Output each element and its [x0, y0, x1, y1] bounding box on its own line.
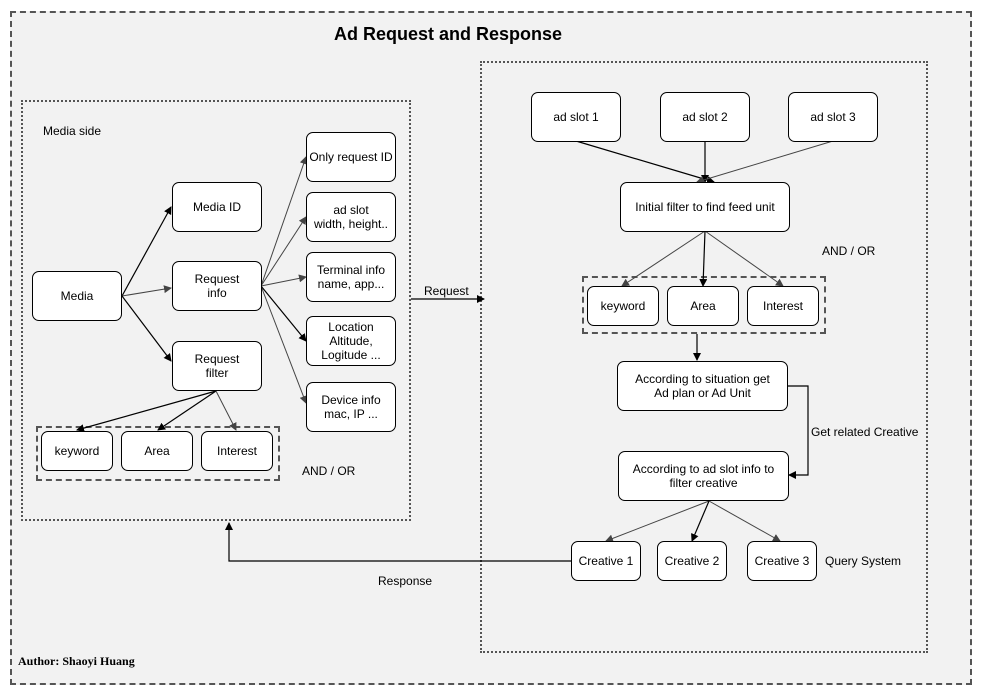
query-filter-interest: Interest: [747, 286, 819, 326]
initial-filter-node: Initial filter to find feed unit: [620, 182, 790, 232]
query-filter-keyword: keyword: [587, 286, 659, 326]
edge-init-area: [699, 230, 708, 287]
media-filter-interest: Interest: [201, 431, 273, 471]
edge-info-detail-5: [260, 285, 308, 404]
edge-media-mediaid: [121, 206, 172, 297]
edge-media-requestfilter: [121, 295, 172, 362]
query-and-or-label: AND / OR: [822, 244, 876, 258]
ad-slot-1: ad slot 1: [531, 92, 621, 142]
edge-slot1-filter: [575, 140, 715, 184]
ad-slot-2: ad slot 2: [660, 92, 750, 142]
response-label: Response: [378, 574, 433, 588]
media-filter-area: Area: [121, 431, 193, 471]
edge-sf-creative3: [708, 500, 781, 542]
media-node: Media: [32, 271, 122, 321]
edge-info-detail-2: [260, 216, 307, 287]
edge-sf-creative2: [691, 500, 710, 542]
slot-filter-node: According to ad slot info to filter crea…: [618, 451, 789, 501]
get-related-label: Get related Creative: [811, 425, 919, 439]
query-system-label: Query System: [825, 554, 902, 568]
media-and-or-label: AND / OR: [302, 464, 356, 478]
edge-init-keyword: [621, 230, 706, 287]
author-label: Author: Shaoyi Huang: [18, 654, 135, 668]
ad-slot-3: ad slot 3: [788, 92, 878, 142]
edge-sf-creative1: [605, 500, 710, 543]
edge-media-requestinfo: [121, 285, 172, 297]
edge-rfilter-interest: [215, 390, 237, 431]
request-filter-node: Request filter: [172, 341, 262, 391]
request-label: Request: [424, 284, 469, 298]
request-info-node: Request info: [172, 261, 262, 311]
creative-1: Creative 1: [571, 541, 641, 581]
media-side-panel: [21, 100, 411, 521]
edge-init-interest: [704, 230, 784, 287]
edge-get-related: [787, 385, 809, 479]
situation-node: According to situation get Ad plan or Ad…: [617, 361, 788, 411]
detail-device: Device info mac, IP ...: [306, 382, 396, 432]
detail-location: Location Altitude, Logitude ...: [306, 316, 396, 366]
detail-terminal: Terminal info name, app...: [306, 252, 396, 302]
media-filter-keyword: keyword: [41, 431, 113, 471]
creative-3: Creative 3: [747, 541, 817, 581]
edge-rfilter-keyword: [76, 390, 217, 432]
edge-info-detail-4: [260, 285, 307, 342]
edge-rfilter-area: [157, 390, 217, 431]
edge-response: [225, 522, 571, 562]
edge-info-detail-3: [260, 274, 307, 287]
query-system-panel: [480, 61, 928, 653]
media-side-label: Media side: [43, 124, 102, 138]
edge-slot3-filter: [696, 140, 834, 184]
query-filter-area: Area: [667, 286, 739, 326]
detail-request-id: Only request ID: [306, 132, 396, 182]
query-filter-group: [582, 276, 826, 334]
creative-2: Creative 2: [657, 541, 727, 581]
detail-ad-slot: ad slot width, height..: [306, 192, 396, 242]
edge-info-detail-1: [260, 156, 308, 287]
media-id-node: Media ID: [172, 182, 262, 232]
diagram-title: Ad Request and Response: [334, 24, 563, 44]
